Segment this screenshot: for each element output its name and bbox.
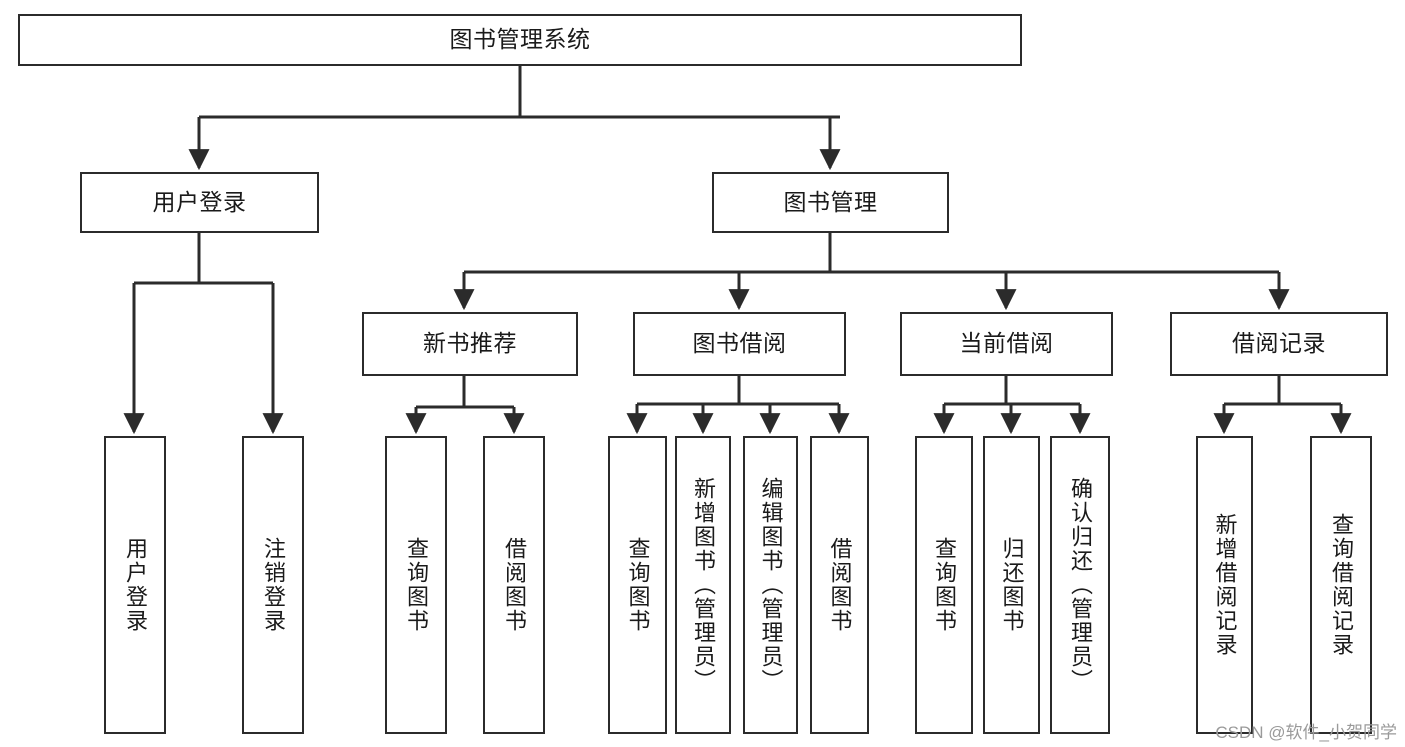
node-book-borrow[interactable]: 图书借阅 xyxy=(633,312,846,376)
node-label: 图书管理 xyxy=(783,188,878,215)
leaf-user-login[interactable]: 用户登录 xyxy=(104,436,166,734)
leaf-confirm-return-admin[interactable]: 确认归还（管理员） xyxy=(1050,436,1110,734)
leaf-edit-book-admin[interactable]: 编辑图书（管理员） xyxy=(743,436,798,734)
node-label: 查询图书 xyxy=(931,537,957,633)
leaf-query-borrow-record[interactable]: 查询借阅记录 xyxy=(1310,436,1372,734)
node-label: 编辑图书（管理员） xyxy=(758,477,784,693)
node-label: 图书借阅 xyxy=(692,330,787,357)
node-label: 查询图书 xyxy=(625,537,651,633)
node-label: 注销登录 xyxy=(260,537,286,633)
leaf-borrow-book-recommend[interactable]: 借阅图书 xyxy=(483,436,545,734)
node-user-login[interactable]: 用户登录 xyxy=(80,172,319,233)
node-root-book-management-system[interactable]: 图书管理系统 xyxy=(18,14,1022,66)
node-new-book-recommend[interactable]: 新书推荐 xyxy=(362,312,578,376)
node-label: 用户登录 xyxy=(122,537,148,633)
node-current-borrow[interactable]: 当前借阅 xyxy=(900,312,1113,376)
node-label: 借阅图书 xyxy=(827,537,853,633)
node-label: 新增图书（管理员） xyxy=(690,477,716,693)
node-label: 归还图书 xyxy=(999,537,1025,633)
node-label: 图书管理系统 xyxy=(449,26,591,53)
node-label: 用户登录 xyxy=(152,188,247,215)
node-label: 借阅图书 xyxy=(501,537,527,633)
node-label: 借阅记录 xyxy=(1232,330,1326,357)
node-book-management[interactable]: 图书管理 xyxy=(712,172,949,233)
leaf-logout[interactable]: 注销登录 xyxy=(242,436,304,734)
leaf-query-book-current[interactable]: 查询图书 xyxy=(915,436,973,734)
leaf-add-book-admin[interactable]: 新增图书（管理员） xyxy=(675,436,731,734)
node-label: 新增借阅记录 xyxy=(1212,513,1238,657)
node-label: 新书推荐 xyxy=(423,330,517,357)
node-label: 当前借阅 xyxy=(959,330,1054,357)
node-borrow-record[interactable]: 借阅记录 xyxy=(1170,312,1388,376)
node-label: 查询图书 xyxy=(403,537,429,633)
node-label: 查询借阅记录 xyxy=(1328,513,1354,657)
leaf-add-borrow-record[interactable]: 新增借阅记录 xyxy=(1196,436,1253,734)
leaf-return-book[interactable]: 归还图书 xyxy=(983,436,1040,734)
leaf-query-book-recommend[interactable]: 查询图书 xyxy=(385,436,447,734)
node-label: 确认归还（管理员） xyxy=(1067,477,1093,693)
leaf-query-book-borrow[interactable]: 查询图书 xyxy=(608,436,667,734)
leaf-borrow-book[interactable]: 借阅图书 xyxy=(810,436,869,734)
